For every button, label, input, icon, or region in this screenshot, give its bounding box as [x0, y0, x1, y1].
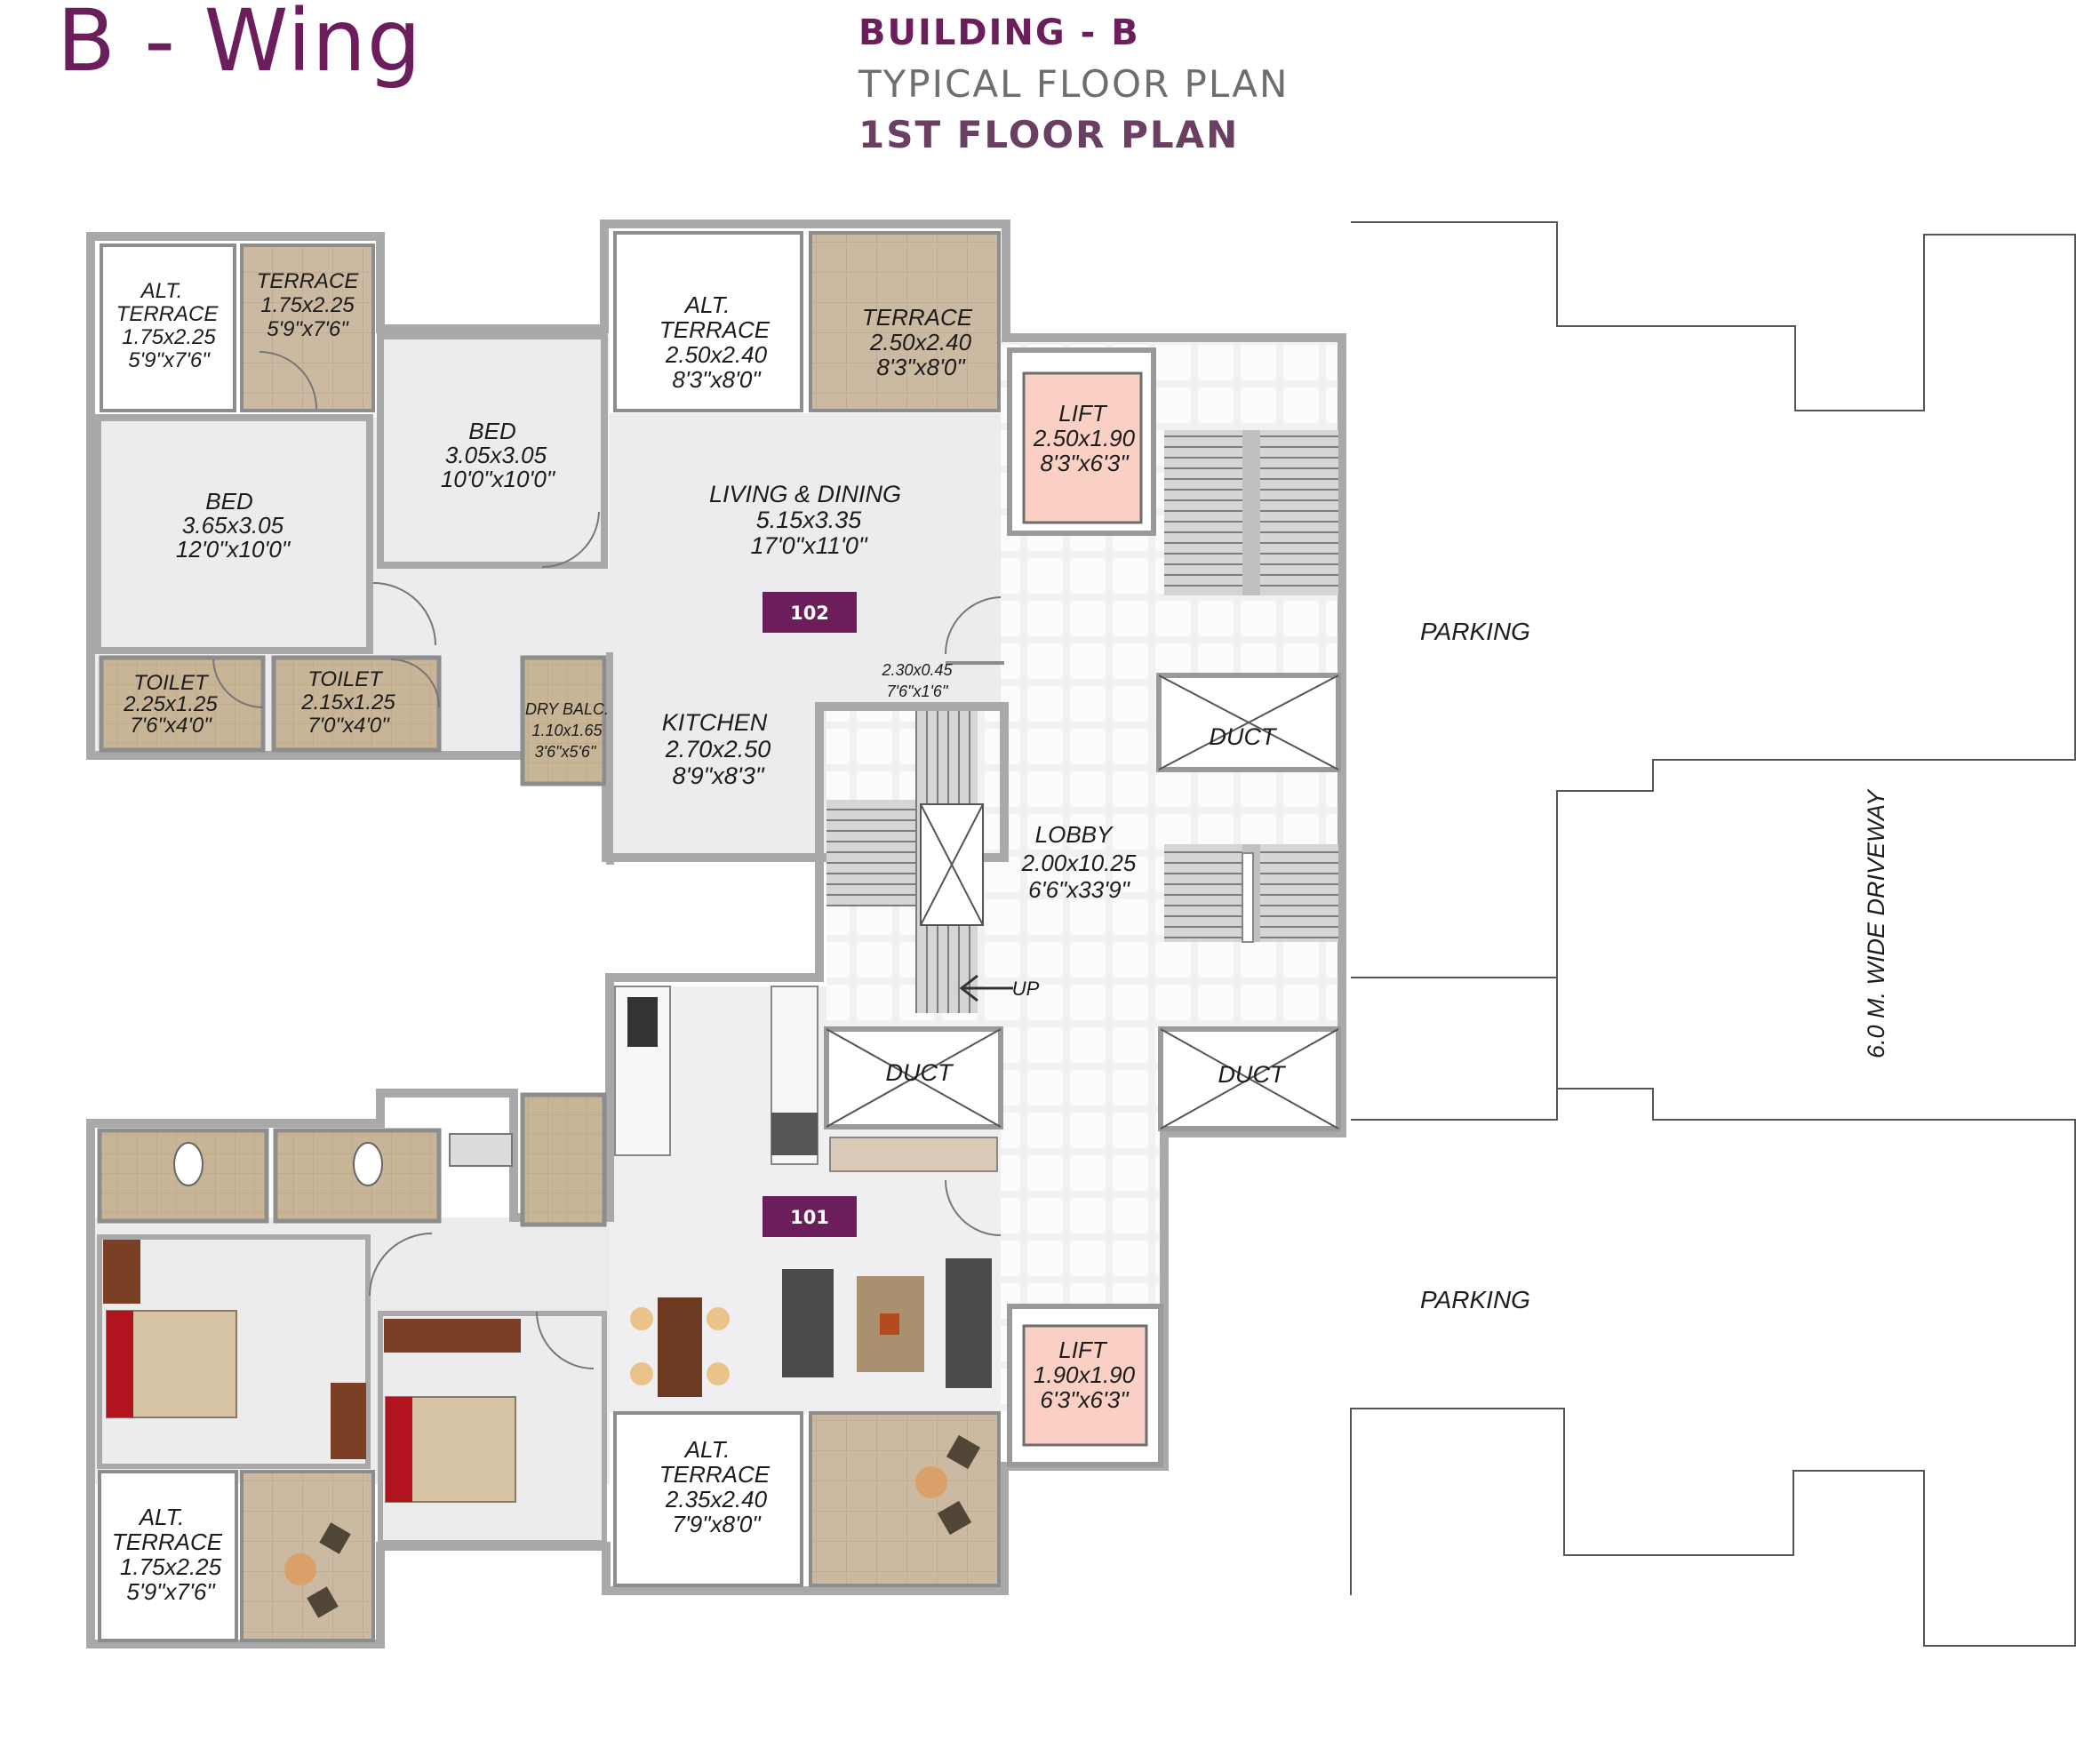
room-size-imperial: 3'6"x5'6" [535, 743, 597, 761]
core [824, 347, 1341, 1467]
building-label: BUILDING - B [858, 12, 1140, 53]
room-size: 3.05x3.05 [445, 442, 547, 468]
label-living-dining: LIVING & DINING 5.15x3.35 17'0"x11'0" [709, 481, 901, 559]
label-alt-terrace-1: ALT. TERRACE 1.75x2.25 5'9"x7'6" [116, 279, 220, 372]
site-outline [1350, 221, 2076, 1647]
room-name-2: TERRACE [659, 316, 771, 343]
label-alt-terrace-2: ALT. TERRACE 2.50x2.40 8'3"x8'0" [659, 291, 771, 393]
label-dry-balcony: DRY BALC. 1.10x1.65 3'6"x5'6" [525, 700, 609, 761]
room-name: ALT. [683, 1436, 731, 1463]
room-size-imperial: 7'0"x4'0" [307, 714, 390, 738]
room-size: 2.50x2.40 [869, 329, 972, 355]
room-name-2: TERRACE [116, 302, 220, 326]
room-name: BED [205, 488, 252, 515]
room-name: TERRACE [257, 269, 360, 293]
room-name: LOBBY [1035, 821, 1114, 848]
floor-label: 1ST FLOOR PLAN [858, 113, 1240, 156]
room-name: LIVING & DINING [709, 481, 901, 507]
flat-number-101: 101 [790, 1207, 829, 1228]
room-size: 2.70x2.50 [665, 736, 771, 762]
plan-heading: BUILDING - B TYPICAL FLOOR PLAN 1ST FLOO… [858, 12, 1289, 156]
flat-badge-101: 101 [763, 1196, 857, 1237]
site-labels: PARKING PARKING 6.0 M. WIDE DRIVEWAY [1420, 618, 1889, 1313]
label-lift-1: LIFT 2.50x1.90 8'3"x6'3" [1033, 400, 1136, 476]
flat-102 [94, 231, 1004, 861]
parking-label-2: PARKING [1420, 1286, 1530, 1313]
room-name: ALT. [140, 279, 183, 303]
room-size-imperial: 7'6"x1'6" [887, 682, 949, 700]
label-lobby: LOBBY 2.00x10.25 6'6"x33'9" [1021, 821, 1137, 903]
room-labels: ALT. TERRACE 1.75x2.25 5'9"x7'6" TERRACE… [112, 269, 1287, 1605]
room-size: 1.75x2.25 [122, 325, 216, 349]
room-size-imperial: 8'3"x6'3" [1040, 450, 1130, 476]
flat-number-102: 102 [790, 603, 829, 624]
room-name: TERRACE [862, 304, 973, 331]
room-size: 5.15x3.35 [756, 507, 863, 533]
label-toilet-1: TOILET 2.25x1.25 7'6"x4'0" [123, 671, 218, 738]
room-size: 2.30x0.45 [881, 661, 953, 679]
room-size-imperial: 6'6"x33'9" [1028, 876, 1130, 903]
label-duct-2: DUCT [886, 1059, 954, 1086]
flat-101 [97, 986, 1002, 1642]
label-kitchen: KITCHEN 2.70x2.50 8'9"x8'3" [662, 709, 771, 789]
room-size-imperial: 8'3"x8'0" [672, 366, 762, 393]
room-name: ALT. [138, 1504, 185, 1530]
label-toilet-2: TOILET 2.15x1.25 7'0"x4'0" [300, 667, 395, 738]
room-name: TOILET [133, 671, 210, 695]
label-bed-1: BED 3.65x3.05 12'0"x10'0" [176, 488, 291, 563]
room-size-imperial: 8'9"x8'3" [672, 762, 764, 789]
room-size: 2.25x1.25 [123, 692, 218, 716]
room-size: 1.90x1.90 [1034, 1361, 1136, 1388]
label-alt-terrace-4: ALT. TERRACE 1.75x2.25 5'9"x7'6" [112, 1504, 223, 1605]
label-lift-2: LIFT 1.90x1.90 6'3"x6'3" [1034, 1337, 1136, 1413]
room-name: KITCHEN [662, 709, 768, 736]
label-duct-1: DUCT [1210, 723, 1278, 750]
label-up: UP [1012, 978, 1040, 1000]
room-name: TOILET [307, 667, 384, 691]
room-size: 2.15x1.25 [300, 690, 395, 714]
room-size: 3.65x3.05 [182, 512, 284, 539]
room-size-imperial: 7'9"x8'0" [672, 1511, 762, 1537]
room-name: LIFT [1058, 400, 1108, 427]
room-size: 2.50x1.90 [1033, 425, 1136, 451]
label-bed-2: BED 3.05x3.05 10'0"x10'0" [441, 418, 556, 492]
room-name: ALT. [683, 291, 731, 318]
room-size: 1.75x2.25 [120, 1553, 222, 1580]
room-name: DRY BALC. [525, 700, 609, 718]
room-name: BED [468, 418, 515, 444]
room-size-imperial: 17'0"x11'0" [750, 532, 867, 559]
room-size: 2.50x2.40 [665, 341, 768, 368]
room-size-imperial: 7'6"x4'0" [130, 714, 212, 738]
flat-badge-102: 102 [763, 592, 857, 633]
room-size-imperial: 6'3"x6'3" [1040, 1386, 1130, 1413]
wing-title: B - Wing [57, 0, 422, 91]
room-size-imperial: 10'0"x10'0" [441, 466, 556, 492]
room-size-imperial: 5'9"x7'6" [126, 1578, 216, 1605]
room-size: 2.00x10.25 [1021, 850, 1137, 876]
room-size-imperial: 5'9"x7'6" [128, 348, 211, 372]
room-size-imperial: 8'3"x8'0" [876, 354, 966, 380]
typical-floor-label: TYPICAL FLOOR PLAN [858, 62, 1290, 106]
driveway-label: 6.0 M. WIDE DRIVEWAY [1863, 788, 1889, 1058]
room-size-imperial: 12'0"x10'0" [176, 536, 291, 563]
label-alt-terrace-3: ALT. TERRACE 2.35x2.40 7'9"x8'0" [659, 1436, 771, 1537]
label-terrace-2: TERRACE 2.50x2.40 8'3"x8'0" [862, 304, 973, 380]
room-name-2: TERRACE [659, 1461, 771, 1488]
room-size-imperial: 5'9"x7'6" [267, 317, 349, 341]
room-size: 1.75x2.25 [260, 293, 355, 317]
room-name-2: TERRACE [112, 1529, 223, 1555]
label-passage: 2.30x0.45 7'6"x1'6" [881, 661, 953, 700]
room-size: 2.35x2.40 [665, 1486, 768, 1513]
room-size: 1.10x1.65 [531, 722, 603, 739]
room-name: LIFT [1058, 1337, 1108, 1363]
label-duct-3: DUCT [1218, 1061, 1287, 1088]
label-terrace-1: TERRACE 1.75x2.25 5'9"x7'6" [257, 269, 360, 341]
parking-label-1: PARKING [1420, 618, 1530, 645]
